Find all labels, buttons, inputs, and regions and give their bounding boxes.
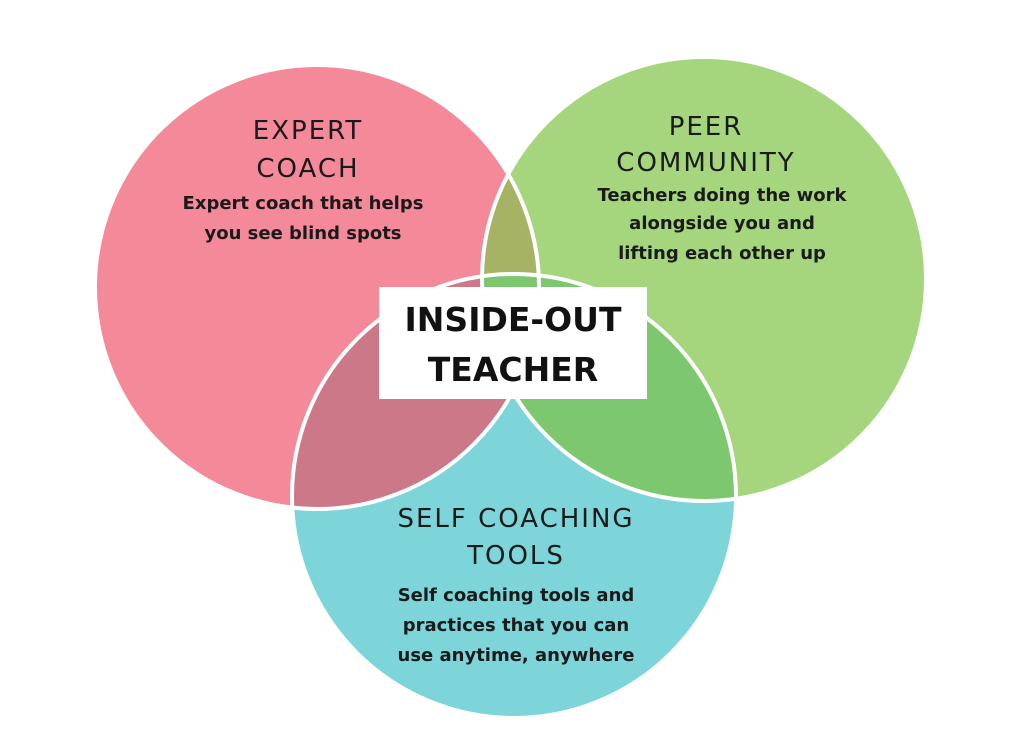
peer-desc-line3: lifting each other up [618, 243, 826, 264]
peer-desc-line1: Teachers doing the work [598, 185, 848, 206]
peer-outline [480, 55, 928, 503]
expert-title-line1: EXPERT [253, 116, 363, 146]
expert-title-line2: COACH [256, 154, 359, 184]
expert-desc-line1: Expert coach that helps [183, 193, 424, 214]
self-outline [290, 272, 738, 720]
expert-desc-line2: you see blind spots [204, 223, 401, 244]
center-title-line1: INSIDE-OUT [405, 300, 622, 339]
self-desc-line3: use anytime, anywhere [398, 645, 635, 666]
self-title-line2: TOOLS [466, 541, 565, 571]
peer-title-line1: PEER [669, 112, 744, 142]
self-title-line1: SELF COACHING [397, 504, 634, 534]
peer-desc-line2: alongside you and [629, 213, 815, 234]
self-desc-line1: Self coaching tools and [398, 585, 635, 606]
center-label-box [379, 287, 647, 399]
peer-title-line2: COMMUNITY [616, 148, 795, 178]
center-title-line2: TEACHER [428, 350, 598, 389]
self-desc-line2: practices that you can [403, 615, 629, 636]
